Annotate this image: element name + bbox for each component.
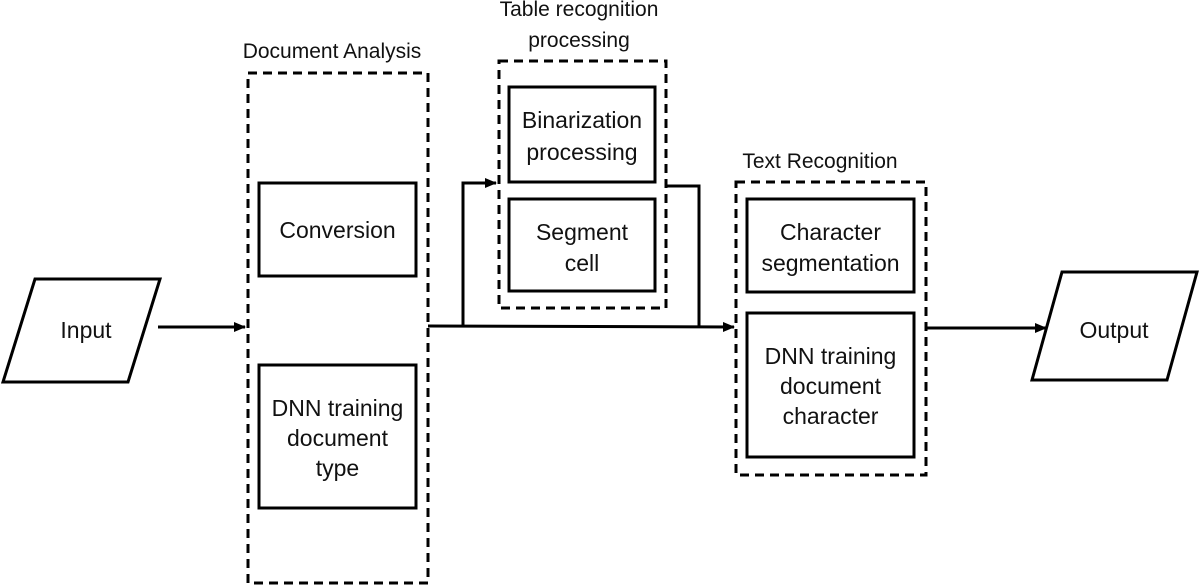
binarization-box: Binarization processing: [507, 85, 657, 184]
dnn-char-line-3: character: [783, 403, 879, 429]
document-analysis-group: Document Analysis Conversion DNN trainin…: [243, 40, 430, 585]
dnn-char-line-1: DNN training: [765, 343, 897, 369]
char-seg-line-2: segmentation: [761, 250, 899, 276]
binarization-line-2: processing: [526, 139, 637, 165]
text-recognition-group: Text Recognition Character segmentation …: [734, 150, 928, 477]
output-node: Output: [1030, 270, 1199, 382]
input-label: Input: [60, 317, 112, 343]
arrow-branch-to-table-recognition: [461, 178, 497, 326]
conversion-label: Conversion: [279, 217, 395, 243]
dnn-type-line-1: DNN training: [272, 395, 404, 421]
dnn-document-character-box: DNN training document character: [745, 311, 916, 459]
output-label: Output: [1079, 317, 1149, 343]
segment-cell-box: Segment cell: [507, 197, 657, 293]
arrow-analysis-to-text-recognition: [427, 321, 735, 332]
document-analysis-title: Document Analysis: [243, 40, 422, 63]
character-segmentation-box: Character segmentation: [745, 197, 916, 294]
char-seg-line-1: Character: [780, 219, 881, 245]
text-recognition-title: Text Recognition: [742, 150, 897, 173]
line-table-recognition-return: [666, 184, 701, 327]
dnn-document-type-box: DNN training document type: [257, 363, 418, 510]
table-recognition-title-line-2: processing: [528, 29, 630, 52]
connectors: [158, 178, 1047, 333]
segment-cell-line-2: cell: [565, 250, 600, 276]
table-recognition-title-line-1: Table recognition: [500, 0, 659, 21]
dnn-type-line-2: document: [287, 425, 389, 451]
table-recognition-group: Table recognition processing Binarizatio…: [497, 0, 668, 310]
input-node: Input: [0, 277, 163, 384]
segment-cell-line-1: Segment: [536, 219, 629, 245]
dnn-type-line-3: type: [316, 455, 359, 481]
binarization-line-1: Binarization: [522, 107, 642, 133]
conversion-box: Conversion: [257, 181, 418, 278]
dnn-char-line-2: document: [780, 373, 882, 399]
